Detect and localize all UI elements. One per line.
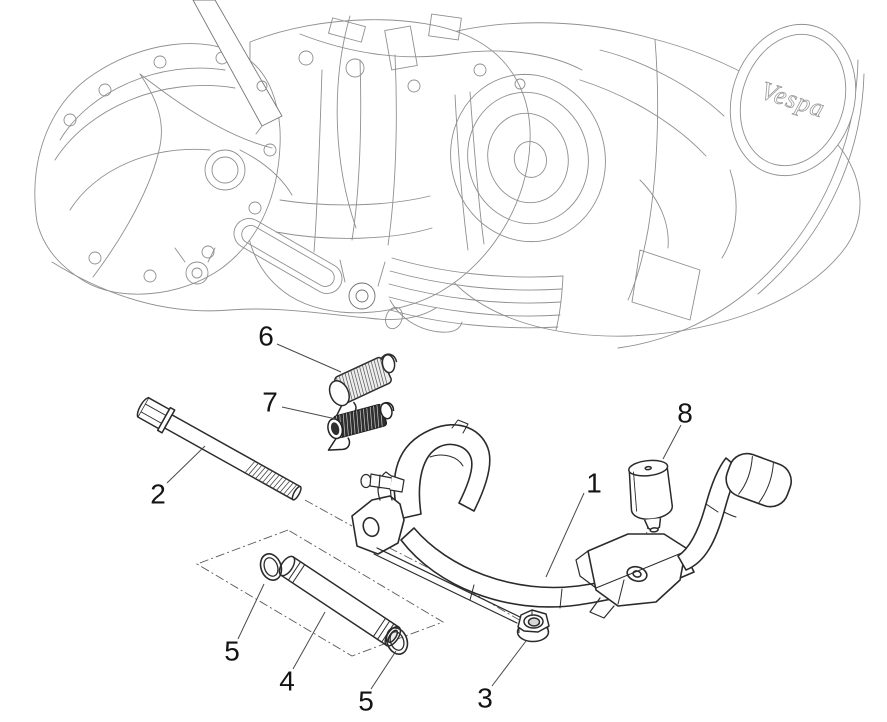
callout-leader-flange-nut [491, 640, 527, 687]
head-slot [229, 213, 348, 299]
part-stand-spring-outer [328, 353, 398, 418]
callout-leader-spacer-pin [292, 611, 326, 670]
part-stand-spring-inner [327, 402, 395, 451]
callout-number-flange-nut: 3 [477, 683, 493, 714]
part-o-ring-left [259, 553, 283, 581]
top-hardware [257, 14, 525, 92]
badge-inner-ellipse [724, 21, 862, 180]
callout-number-spacer-pin: 4 [279, 666, 295, 697]
callout-number-o-ring-left: 5 [224, 636, 240, 667]
callout-number-rubber-buffer: 8 [677, 398, 693, 429]
stand-cross-rod [373, 547, 521, 624]
part-flange-nut [516, 609, 550, 643]
stand-right-bracket [587, 533, 687, 607]
callout-number-center-stand: 1 [586, 468, 602, 499]
callout-leader-stand-spring-inner [281, 406, 337, 420]
bolt-axis-guide [304, 499, 353, 527]
head-cover-outline [35, 44, 280, 295]
pivot-axis-guide [373, 539, 522, 622]
callout-number-stand-spring-inner: 7 [262, 387, 278, 418]
badge-outer-ellipse [711, 8, 875, 192]
callout-leader-center-stand [545, 492, 585, 578]
frame-bar [193, 0, 282, 126]
stand-pedal-pad [725, 452, 793, 508]
part-rubber-buffer [628, 459, 673, 533]
callout-leader-stand-spring-outer [276, 343, 342, 373]
cooling-fins [389, 258, 563, 330]
stand-adjuster-screw [360, 473, 405, 493]
callout-leader-rubber-buffer [662, 424, 682, 460]
callout-number-stand-spring-outer: 6 [258, 321, 274, 352]
stand-u-loop [393, 424, 491, 520]
part-hex-bolt [136, 396, 302, 501]
gearbox-rings [433, 58, 623, 258]
callout-leader-hex-bolt [166, 445, 206, 484]
part-callouts: 1 2 3 4 5 5 6 7 8 [150, 321, 693, 717]
engine-line-art: Vespa [35, 0, 875, 348]
exploded-plane [195, 529, 445, 657]
part-spacer-pin [278, 555, 402, 647]
callout-number-hex-bolt: 2 [150, 479, 166, 510]
callout-number-o-ring-right: 5 [358, 686, 374, 717]
part-center-stand [351, 419, 793, 624]
callout-leader-o-ring-left [237, 583, 265, 640]
bolt-threads [244, 460, 298, 497]
part-o-ring-right [385, 627, 409, 655]
callout-leader-o-ring-right [370, 650, 397, 690]
vespa-badge: Vespa [711, 8, 875, 192]
